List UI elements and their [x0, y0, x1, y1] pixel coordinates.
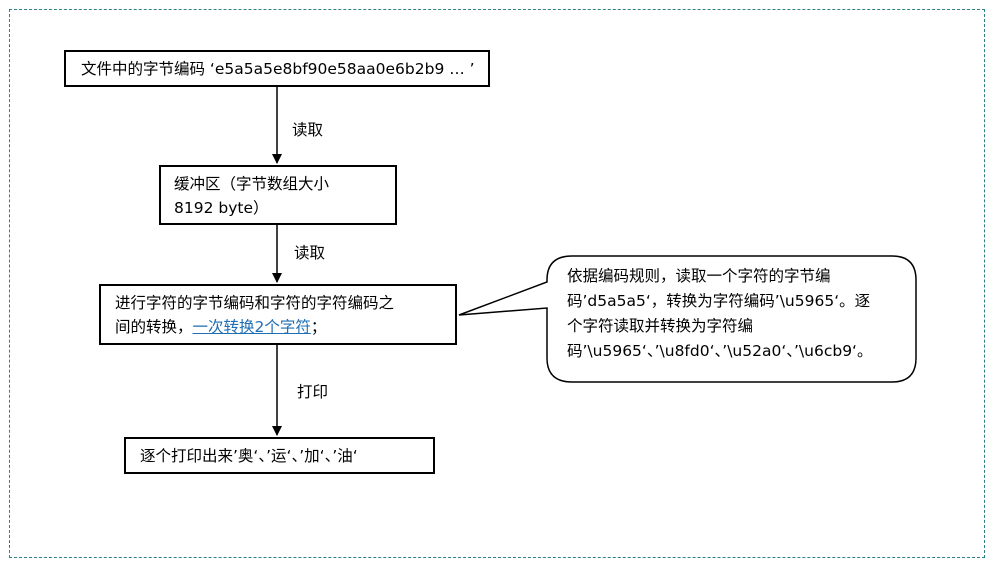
buffer-line-2: 8192 byte） — [174, 199, 269, 217]
callout-text: 依据编码规则，读取一个字符的字节编 码’d5a5a5‘，转换为字符编码’\u59… — [567, 264, 907, 364]
file-bytes-box: 文件中的字节编码 ‘e5a5a5e8bf90e58aa0e6b2b9 … ’ — [64, 50, 490, 87]
diagram-frame — [9, 9, 985, 558]
convert-line-2-suffix: ； — [310, 318, 327, 336]
callout-line-4: 码’\u5965‘、’\u8fd0‘、’\u52a0‘、’\u6cb9‘。 — [567, 342, 873, 360]
callout-line-3: 个字符读取并转换为字符编 — [567, 317, 754, 335]
convert-line-2-prefix: 间的转换， — [115, 318, 193, 336]
file-bytes-text: 文件中的字节编码 ‘e5a5a5e8bf90e58aa0e6b2b9 … ’ — [81, 60, 475, 78]
read-label-1: 读取 — [292, 121, 324, 139]
print-text: 逐个打印出来’奥‘、’运‘、’加‘、’油‘ — [140, 447, 358, 465]
convert-link[interactable]: 一次转换2个字符 — [192, 318, 311, 336]
print-label: 打印 — [297, 383, 329, 401]
convert-line-2: 间的转换，一次转换2个字符； — [115, 315, 455, 339]
buffer-line-1: 缓冲区（字节数组大小 — [174, 175, 330, 193]
callout-line-2: 码’d5a5a5‘，转换为字符编码’\u5965‘。逐 — [567, 292, 871, 310]
callout-line-1: 依据编码规则，读取一个字符的字节编 — [567, 267, 831, 285]
callout-bubble — [458, 255, 917, 383]
read-label-2: 读取 — [294, 244, 326, 262]
convert-line-1: 进行字符的字节编码和字符的字符编码之 — [115, 294, 395, 312]
convert-box: 进行字符的字节编码和字符的字符编码之 间的转换，一次转换2个字符； — [99, 284, 457, 345]
print-box: 逐个打印出来’奥‘、’运‘、’加‘、’油‘ — [124, 437, 435, 474]
buffer-box: 缓冲区（字节数组大小 8192 byte） — [159, 165, 397, 225]
